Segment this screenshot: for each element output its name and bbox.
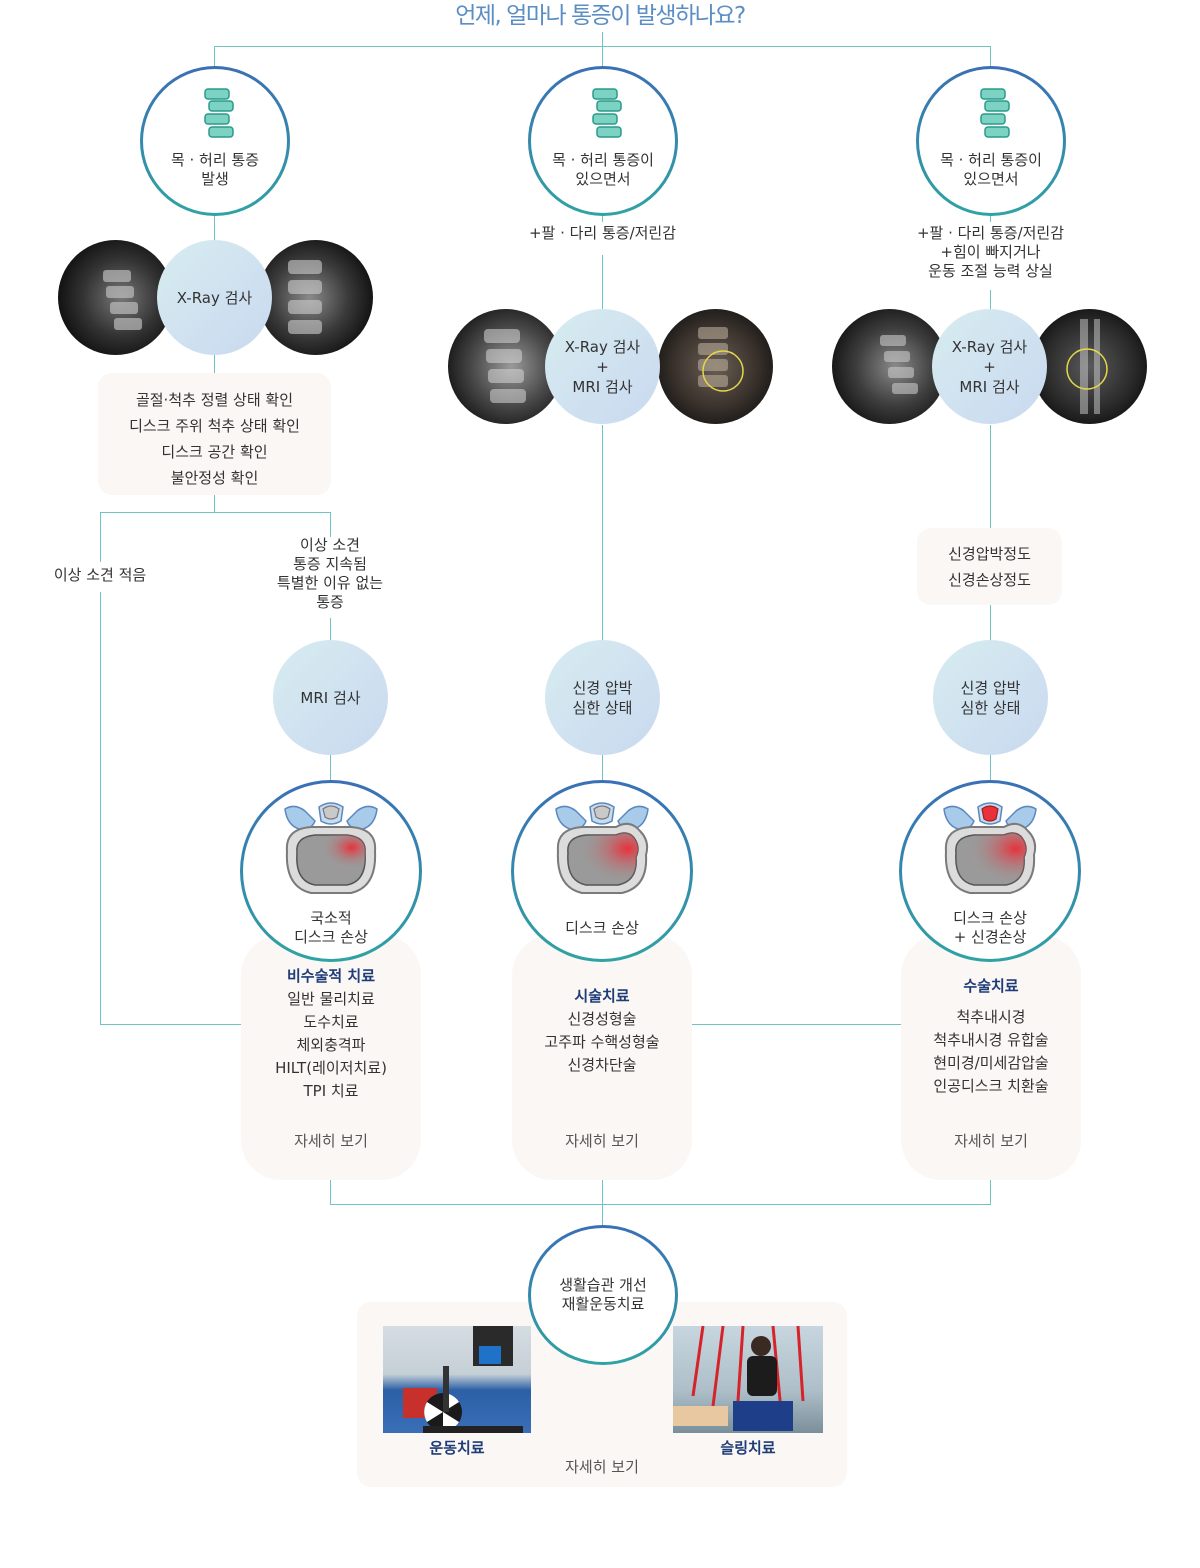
check-item: 골절·척추 정렬 상태 확인 [135, 391, 294, 409]
treatment-item: 도수치료 [303, 1013, 359, 1031]
treatment-title-1: 비수술적 치료 [286, 967, 376, 985]
sling-photo [673, 1326, 823, 1433]
treatment-item: TPI 치료 [303, 1082, 359, 1100]
rehab-line: 생활습관 개선 [559, 1276, 647, 1294]
extra-line: +팔 · 다리 통증/저린감 [916, 224, 1065, 242]
exam-line: + [983, 357, 996, 376]
status-bubble-3: 신경 압박 심한 상태 [933, 640, 1048, 755]
nerve-check-item: 신경손상정도 [948, 571, 1031, 589]
status-line: 심한 상태 [960, 698, 1021, 717]
check-item: 불안정성 확인 [170, 469, 259, 487]
disc-text: 국소적 [310, 909, 352, 927]
treatment-box-3: 수술치료 척추내시경 척추내시경 유합술 현미경/미세감압술 인공디스크 치환술… [901, 935, 1081, 1180]
exercise-photo [383, 1326, 531, 1433]
status-line: 심한 상태 [572, 698, 633, 717]
status-line: 신경 압박 [572, 678, 633, 697]
disc-circle-1: 국소적 디스크 손상 [240, 780, 422, 962]
branch-high-label: 이상 소견 통증 지속됨 특별한 이유 없는 통증 [260, 536, 400, 612]
spine-icon [980, 88, 1010, 138]
mri-neck-image [1032, 309, 1147, 424]
treatment-item: 척추내시경 유합술 [933, 1031, 1049, 1049]
symptom-text-2a: 목 · 허리 통증이 [552, 151, 654, 169]
exam-line: + [596, 357, 609, 376]
disc-cross-section-icon [284, 802, 378, 894]
disc-circle-3: 디스크 손상 + 신경손상 [899, 780, 1081, 962]
check-item: 디스크 공간 확인 [161, 443, 268, 461]
disc-cross-section-icon [943, 802, 1037, 894]
exam-bubble-3: X-Ray 검사 + MRI 검사 [932, 309, 1047, 424]
branch-high-line: 이상 소견 [300, 536, 360, 554]
exam-label-1: X-Ray 검사 [176, 288, 253, 307]
symptom-circle-2: 목 · 허리 통증이 있으면서 [528, 66, 678, 216]
disc-text: 디스크 손상 [953, 909, 1027, 927]
treatment-box-2: 시술치료 신경성형술 고주파 수핵성형술 신경차단술 자세히 보기 [512, 935, 692, 1180]
symptom-text-1a: 목 · 허리 통증 [170, 151, 260, 169]
exam-line: X-Ray 검사 [564, 337, 641, 356]
more-link-3[interactable]: 자세히 보기 [954, 1132, 1028, 1150]
nerve-checks-box: 신경압박정도 신경손상정도 [917, 528, 1062, 605]
treatment-item: 신경차단술 [567, 1056, 637, 1074]
extra-line: +힘이 빠지거나 [940, 243, 1041, 261]
treatment-item: 신경성형술 [567, 1010, 637, 1028]
mri-bubble-1: MRI 검사 [273, 640, 388, 755]
mri-lumbar-image [658, 309, 773, 424]
exam-bubble-1: X-Ray 검사 [157, 240, 272, 355]
treatment-box-1: 비수술적 치료 일반 물리치료 도수치료 체외충격파 HILT(레이저치료) T… [241, 935, 421, 1180]
more-link-1[interactable]: 자세히 보기 [294, 1132, 368, 1150]
symptom-text-2b: 있으면서 [575, 170, 631, 188]
checks-box-1: 골절·척추 정렬 상태 확인 디스크 주위 척추 상태 확인 디스크 공간 확인… [98, 373, 331, 495]
extra-symptom-3: +팔 · 다리 통증/저린감 +힘이 빠지거나 운동 조절 능력 상실 [878, 224, 1103, 281]
exercise-label[interactable]: 운동치료 [429, 1439, 485, 1457]
symptom-circle-1: 목 · 허리 통증 발생 [140, 66, 290, 216]
status-bubble-2: 신경 압박 심한 상태 [545, 640, 660, 755]
treatment-item: 인공디스크 치환술 [933, 1077, 1049, 1095]
disc-cross-section-icon [555, 802, 649, 894]
symptom-text-1b: 발생 [201, 170, 229, 188]
disc-text: 디스크 손상 [294, 928, 368, 946]
treatment-item: 고주파 수핵성형술 [544, 1033, 660, 1051]
extra-line: +팔 · 다리 통증/저린감 [528, 224, 677, 242]
treatment-item: HILT(레이저치료) [275, 1059, 387, 1077]
branch-high-line: 통증 지속됨 [293, 555, 367, 573]
extra-symptom-2: +팔 · 다리 통증/저린감 [490, 224, 715, 243]
rehab-circle: 생활습관 개선 재활운동치료 [528, 1225, 678, 1365]
exam-line: X-Ray 검사 [951, 337, 1028, 356]
xray-lumbar-image [258, 240, 373, 355]
branch-high-line: 특별한 이유 없는 [276, 574, 384, 592]
xray-neck-image [58, 240, 173, 355]
sling-label[interactable]: 슬링치료 [720, 1439, 776, 1457]
disc-circle-2: 디스크 손상 [511, 780, 693, 962]
treatment-item: 일반 물리치료 [287, 990, 375, 1008]
treatment-title-3: 수술치료 [963, 977, 1019, 995]
rehab-line: 재활운동치료 [561, 1295, 645, 1313]
exam-line: MRI 검사 [959, 377, 1020, 396]
branch-low-label: 이상 소견 적음 [53, 566, 147, 584]
more-link-rehab[interactable]: 자세히 보기 [565, 1458, 639, 1476]
symptom-text-3b: 있으면서 [963, 170, 1019, 188]
symptom-circle-3: 목 · 허리 통증이 있으면서 [916, 66, 1066, 216]
treatment-title-2: 시술치료 [574, 987, 630, 1005]
spine-icon [592, 88, 622, 138]
disc-text: 디스크 손상 [565, 919, 639, 937]
disc-text: + 신경손상 [953, 928, 1027, 946]
nerve-check-item: 신경압박정도 [948, 545, 1031, 563]
symptom-text-3a: 목 · 허리 통증이 [940, 151, 1042, 169]
treatment-item: 현미경/미세감압술 [933, 1054, 1049, 1072]
spine-icon [204, 88, 234, 138]
branch-high-line: 통증 [316, 593, 344, 611]
more-link-2[interactable]: 자세히 보기 [565, 1132, 639, 1150]
treatment-item: 체외충격파 [296, 1036, 366, 1054]
xray-lumbar-side-image [448, 309, 563, 424]
status-line: 신경 압박 [960, 678, 1021, 697]
check-item: 디스크 주위 척추 상태 확인 [129, 417, 300, 435]
exam-bubble-2: X-Ray 검사 + MRI 검사 [545, 309, 660, 424]
page-title: 언제, 얼마나 통증이 발생하나요? [455, 3, 746, 29]
xray-neck-image-2 [832, 309, 947, 424]
treatment-item: 척추내시경 [956, 1008, 1026, 1026]
extra-line: 운동 조절 능력 상실 [928, 262, 1053, 280]
exam-line: MRI 검사 [572, 377, 633, 396]
mri-label-1: MRI 검사 [300, 688, 361, 707]
